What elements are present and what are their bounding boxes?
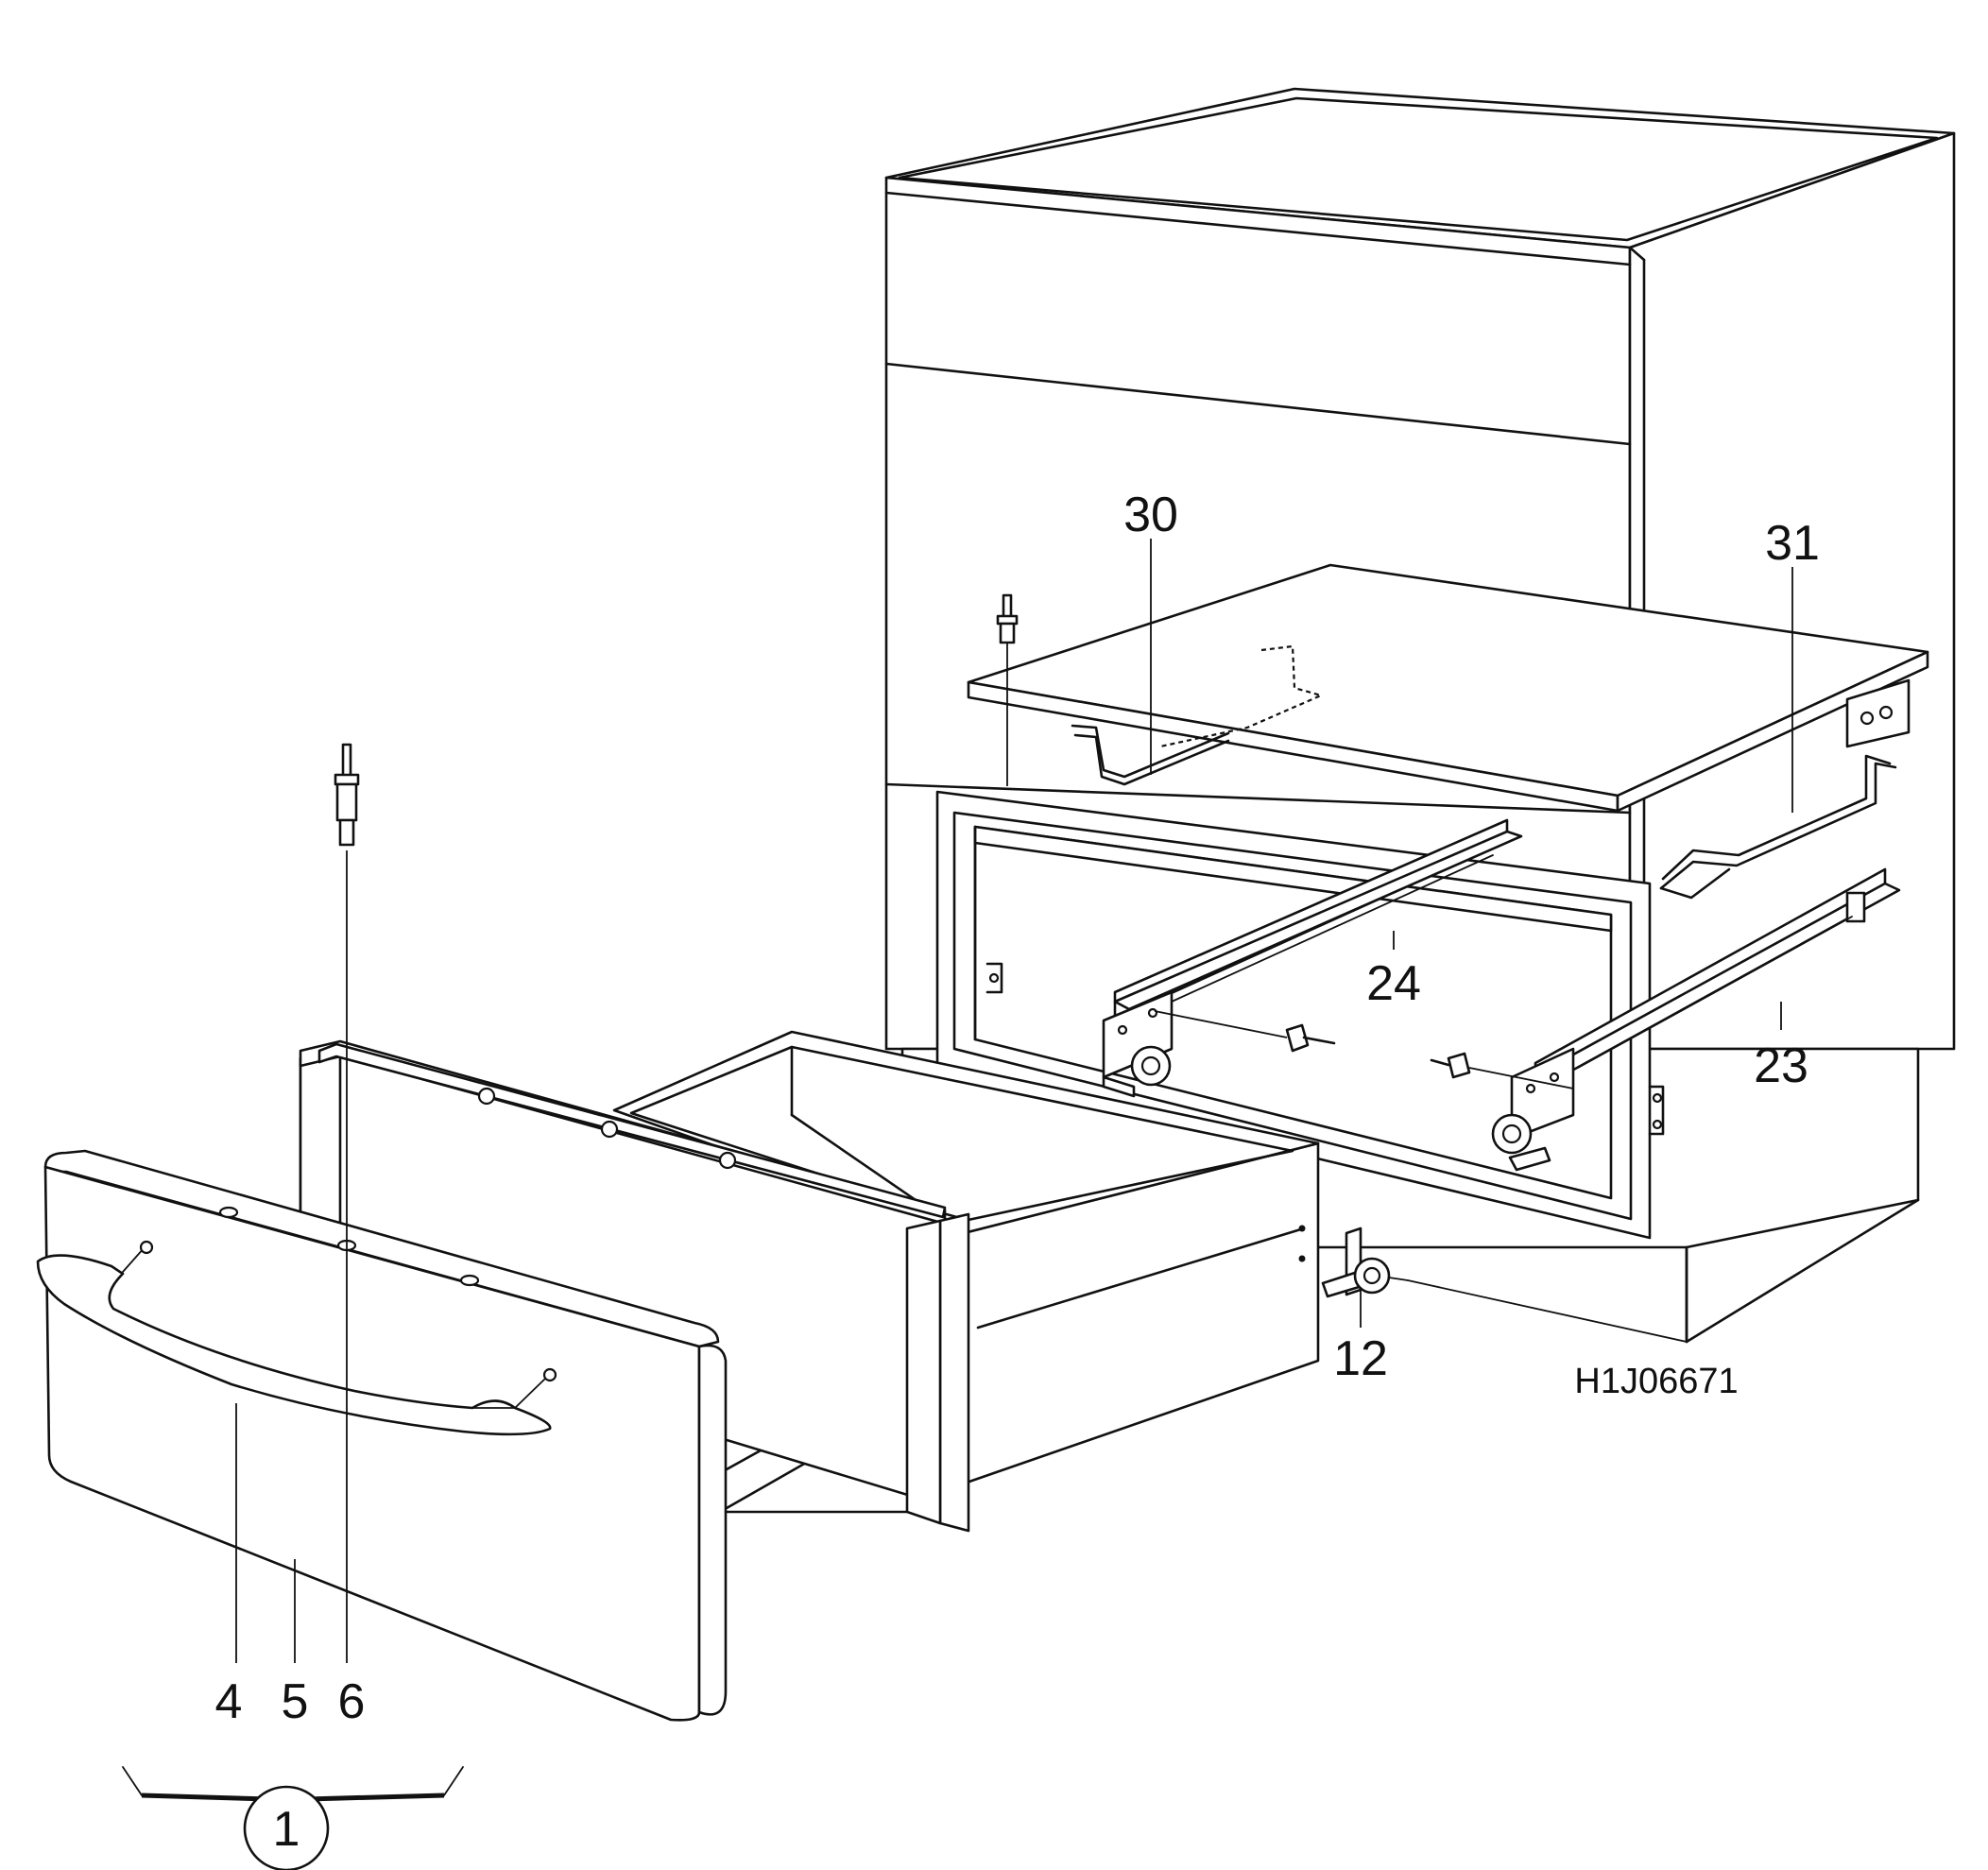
drawer-front-panel	[36, 1149, 728, 1722]
slide-rail-24	[1102, 818, 1523, 1098]
callout-4: 4	[215, 1674, 243, 1729]
screw-right	[1430, 1052, 1574, 1089]
callout-6: 6	[338, 1674, 366, 1729]
drawer-box	[299, 1030, 1320, 1533]
drawing-code: H1J06671	[1574, 1362, 1738, 1401]
callout-12: 12	[1333, 1331, 1388, 1386]
drawer-frame	[935, 790, 1665, 1240]
slide-rail-23	[1491, 867, 1901, 1172]
callout-5: 5	[282, 1674, 309, 1729]
rivet-front	[334, 743, 360, 1663]
screw-left	[1154, 1010, 1336, 1053]
callout-30: 30	[1123, 488, 1178, 542]
callout-1: 1	[273, 1802, 300, 1857]
hanger-rod-31	[1659, 754, 1897, 900]
shelf-panel	[967, 563, 1929, 813]
bubble-1: 1	[243, 1785, 330, 1870]
callout-24: 24	[1366, 956, 1421, 1011]
rivet-upper	[996, 593, 1019, 786]
callout-labels: 30 31 24 23 12 4 5 6	[215, 488, 1820, 1729]
callout-31: 31	[1765, 516, 1820, 571]
shelf-bracket	[1845, 678, 1911, 748]
callout-23: 23	[1754, 1038, 1808, 1093]
hanger-rod-30	[1071, 724, 1230, 786]
corner-bracket-12	[1321, 1227, 1409, 1328]
